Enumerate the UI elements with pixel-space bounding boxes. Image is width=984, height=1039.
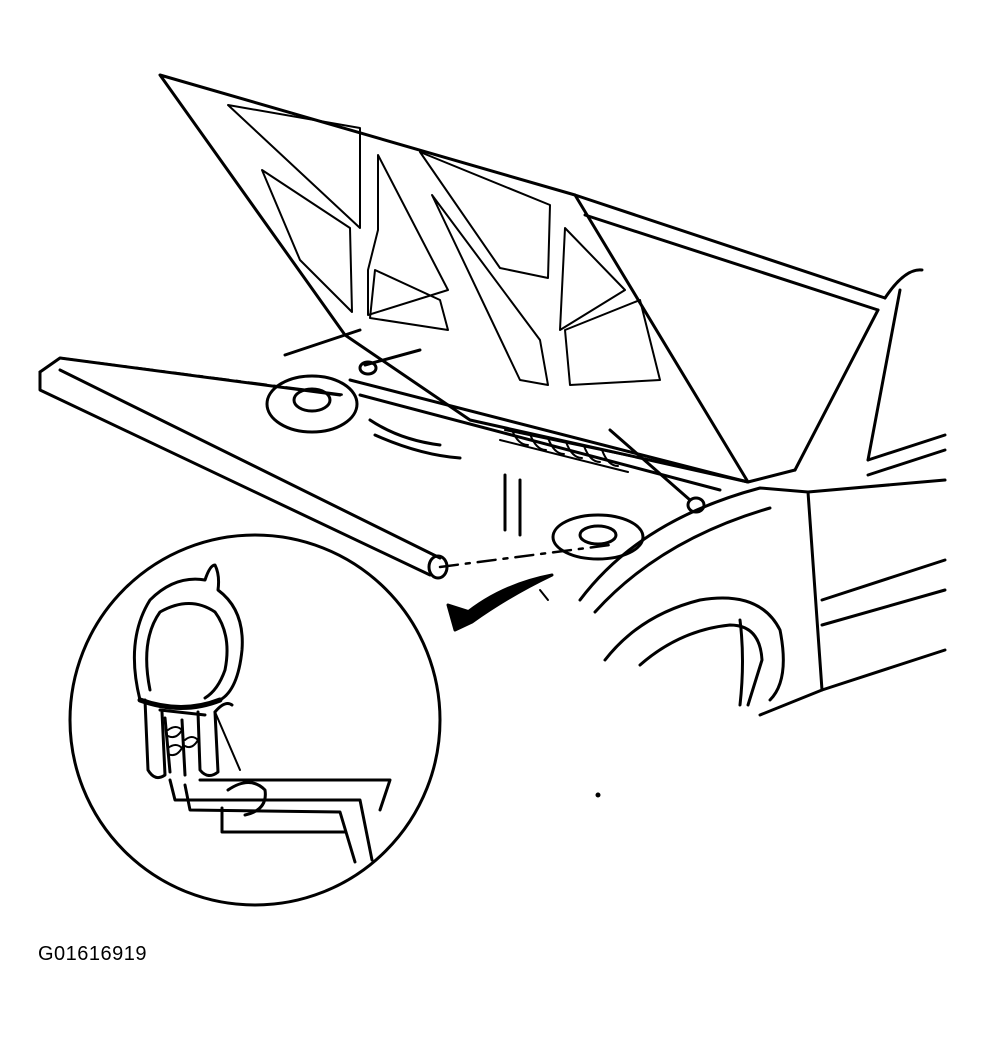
figure-id-label: G01616919 <box>38 943 148 965</box>
engine-compartment <box>38 328 750 601</box>
detail-arrow <box>446 573 554 632</box>
front-fender <box>578 478 947 717</box>
seal-detail-circle <box>68 533 442 907</box>
windshield-frame <box>573 193 947 484</box>
